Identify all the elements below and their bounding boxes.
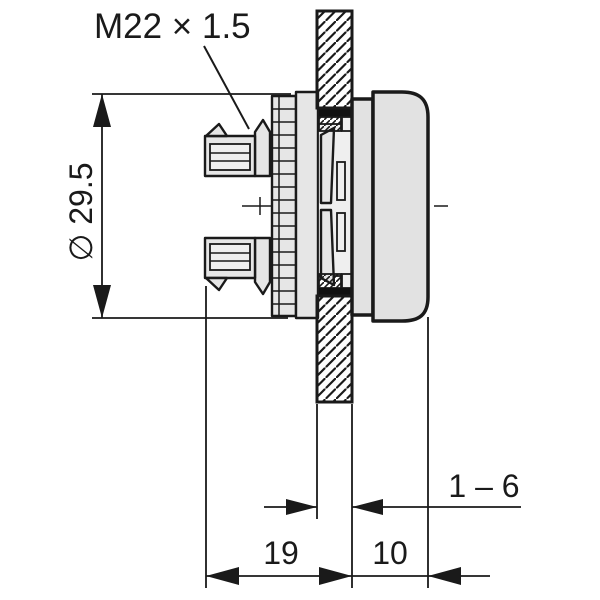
dim-front-text: 10 bbox=[372, 535, 408, 571]
arrowhead-left bbox=[206, 567, 239, 585]
fixing-clip-bottom bbox=[203, 236, 272, 296]
clip-post bbox=[253, 236, 272, 296]
pushbutton-body bbox=[270, 90, 430, 323]
dim-panel-thickness: 1 – 6 bbox=[264, 404, 521, 519]
dim-diameter: ∅ 29.5 bbox=[63, 93, 291, 319]
clip-tooth bbox=[204, 276, 229, 292]
dim-depth-text: 19 bbox=[263, 535, 299, 571]
arrowhead-up bbox=[93, 94, 111, 127]
clip-tooth bbox=[204, 122, 229, 138]
clip-post bbox=[253, 118, 272, 178]
clip-grip bbox=[209, 143, 251, 171]
actuator-neck bbox=[294, 90, 353, 320]
dim-panel-thickness-text: 1 – 6 bbox=[448, 468, 519, 504]
bezel-cap bbox=[371, 90, 430, 323]
mounting-collar bbox=[350, 97, 375, 317]
arrowhead-down bbox=[93, 285, 111, 318]
thread-size-label: M22 × 1.5 bbox=[94, 7, 251, 46]
dim-depth-and-front: 19 10 bbox=[205, 286, 490, 588]
dim-diameter-text: ∅ 29.5 bbox=[63, 162, 99, 261]
panel-hatch-lower bbox=[315, 294, 354, 404]
clip-grip bbox=[209, 243, 251, 271]
leader-line bbox=[203, 45, 250, 130]
panel-cross-section bbox=[315, 9, 354, 404]
arrowhead-left-outside bbox=[428, 567, 461, 585]
arrowhead-right bbox=[319, 567, 352, 585]
arrowhead-right bbox=[286, 499, 317, 515]
fixing-clip-top bbox=[203, 118, 272, 178]
thread-ring bbox=[270, 94, 298, 318]
panel-hatch-upper bbox=[315, 9, 354, 110]
arrowhead-left bbox=[352, 499, 383, 515]
